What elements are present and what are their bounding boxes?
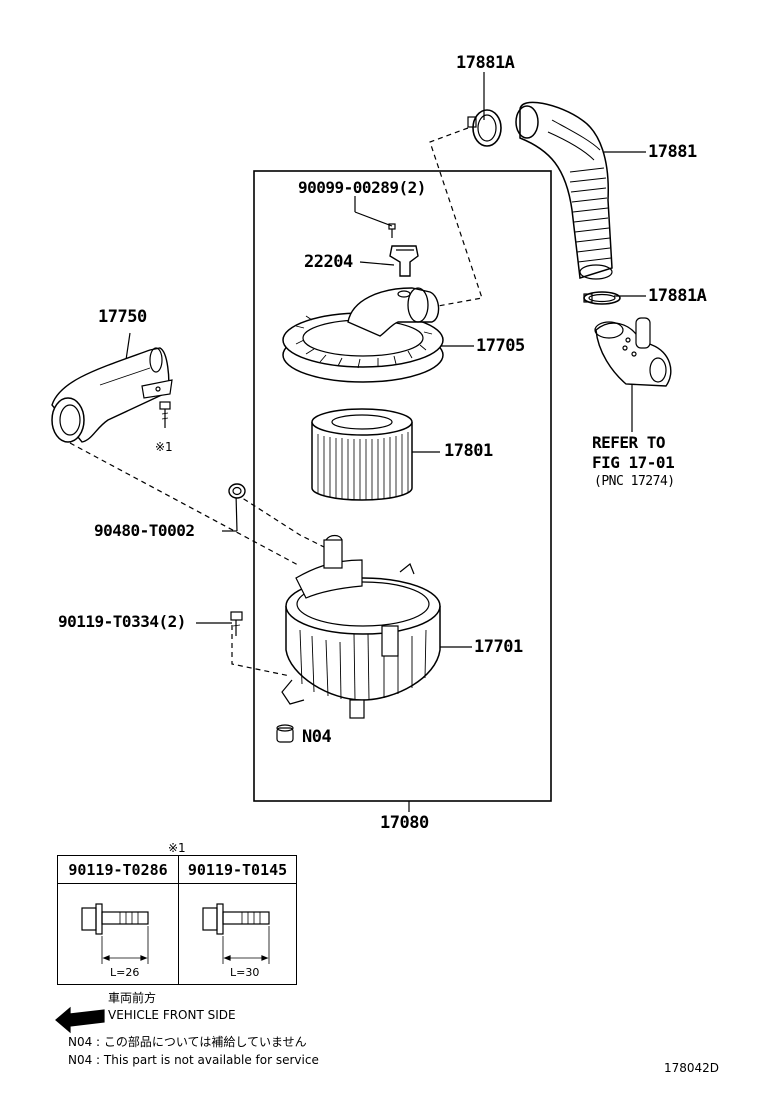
sensor-22204 xyxy=(389,245,419,277)
case-17701 xyxy=(281,534,441,719)
label-17750: 17750 xyxy=(98,307,147,327)
label-17881a-top: 17881A xyxy=(456,53,515,73)
table-divider xyxy=(178,856,179,984)
label-17881a-bottom: 17881A xyxy=(648,286,707,306)
clamp-17881a-top xyxy=(467,109,502,147)
table-length-col2: L=30 xyxy=(230,966,260,979)
clamp-17881a-bottom xyxy=(583,291,621,305)
duct-17750 xyxy=(51,347,173,443)
note-mark-1: ※1 xyxy=(155,440,173,454)
label-17881: 17881 xyxy=(648,142,697,162)
table-length-col1: L=26 xyxy=(110,966,140,979)
cap-17705 xyxy=(282,287,444,383)
label-90099: 90099-00289(2) xyxy=(298,178,426,197)
table-header-col2: 90119-T0145 xyxy=(178,856,296,884)
legend-n04-en: N04 : This part is not available for ser… xyxy=(68,1053,319,1067)
refer-line-2: FIG 17-01 xyxy=(592,453,675,472)
refer-line-1: REFER TO xyxy=(592,433,666,452)
bolt-spec-table: 90119-T0286 90119-T0145 xyxy=(57,855,297,985)
table-bolt-2 xyxy=(202,903,270,964)
grommet-90480 xyxy=(228,483,246,499)
legend-front-jp: 車両前方 xyxy=(108,991,157,1005)
table-header-col1: 90119-T0286 xyxy=(58,856,178,884)
legend-n04-jp: N04 : この部品については補給していません xyxy=(68,1035,307,1049)
hose-17881 xyxy=(515,101,613,280)
intake-elbow xyxy=(594,317,672,387)
label-17801: 17801 xyxy=(444,441,493,461)
assembly-frame xyxy=(253,170,552,802)
label-17701: 17701 xyxy=(474,637,523,657)
front-arrow-icon xyxy=(55,1006,105,1034)
label-90480: 90480-T0002 xyxy=(94,521,195,540)
table-bolt-1 xyxy=(81,903,149,964)
bolt-17750 xyxy=(159,401,171,428)
refer-line-3: (PNC 17274) xyxy=(594,474,675,489)
label-17080: 17080 xyxy=(380,813,429,833)
label-22204: 22204 xyxy=(304,252,353,272)
leader-lines xyxy=(122,72,646,812)
legend-front-en: VEHICLE FRONT SIDE xyxy=(108,1008,236,1022)
bolt-90119-t0334 xyxy=(230,611,243,636)
label-17705: 17705 xyxy=(476,336,525,356)
dashed-lines xyxy=(69,127,483,677)
label-n04: N04 xyxy=(302,727,332,747)
diagram-id: 178042D xyxy=(664,1061,720,1075)
bolt-90099 xyxy=(388,223,396,238)
label-90119-t0334: 90119-T0334(2) xyxy=(58,612,186,631)
part-n04 xyxy=(276,724,294,743)
table-note-mark: ※1 xyxy=(168,841,186,855)
filter-17801 xyxy=(311,408,413,501)
